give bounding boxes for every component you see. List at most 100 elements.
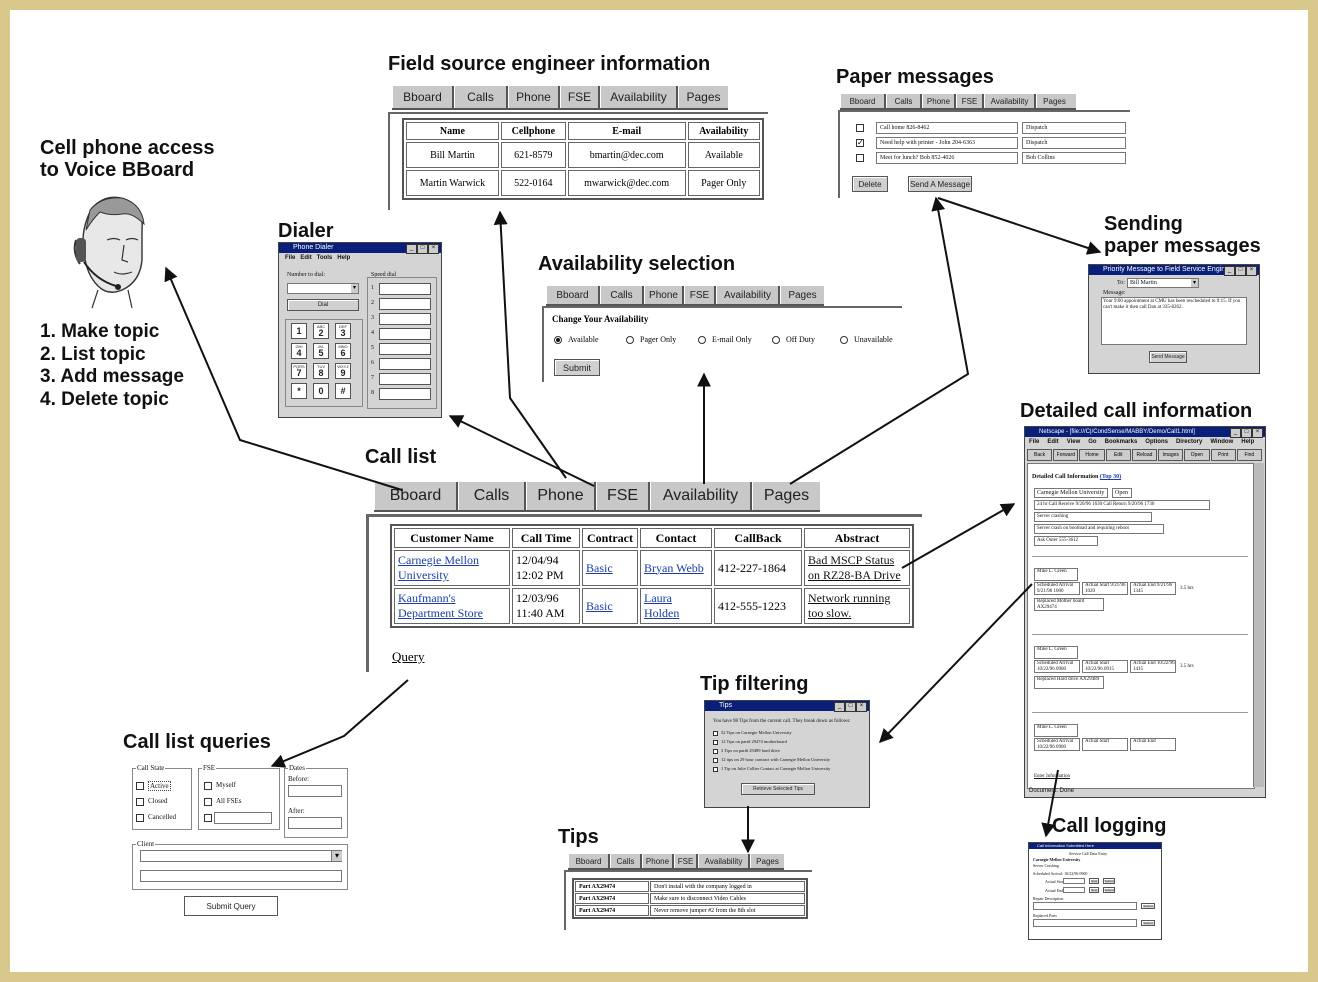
radio-button[interactable] — [840, 336, 848, 344]
submit-button[interactable]: Submit — [1103, 887, 1115, 893]
after-date-input[interactable] — [288, 817, 342, 829]
send-message-button[interactable]: Send A Message — [908, 176, 972, 192]
browser-menu-item[interactable]: Go — [1088, 439, 1097, 445]
number-input[interactable] — [287, 283, 359, 294]
submit-button[interactable]: Submit — [1141, 903, 1155, 909]
tip-checkbox[interactable] — [713, 767, 718, 772]
close-icon[interactable]: × — [428, 244, 439, 254]
tab-calls[interactable]: Calls — [600, 286, 644, 304]
top30-link[interactable]: (Top 30) — [1099, 474, 1122, 480]
tab-phone[interactable]: Phone — [644, 286, 684, 304]
chevron-down-icon[interactable]: ▾ — [351, 284, 358, 293]
tab-pages[interactable]: Pages — [750, 854, 784, 868]
browser-menu-item[interactable]: Directory — [1175, 439, 1203, 445]
browser-menu-item[interactable]: Bookmarks — [1104, 439, 1138, 445]
speed-dial-button[interactable] — [379, 388, 431, 400]
maximize-icon[interactable]: □ — [1235, 266, 1246, 276]
speed-dial-button[interactable] — [379, 343, 431, 355]
submit-button[interactable]: Submit — [1141, 920, 1155, 926]
tab-calls[interactable]: Calls — [886, 94, 922, 108]
browser-menu-item[interactable]: Help — [1241, 439, 1255, 445]
browser-menu-item[interactable]: View — [1066, 439, 1081, 445]
tab-fse[interactable]: FSE — [596, 482, 650, 510]
tab-availability[interactable]: Availability — [600, 86, 678, 108]
tab-pages[interactable]: Pages — [678, 86, 728, 108]
keypad-key[interactable]: # — [335, 383, 351, 399]
radio-button[interactable] — [772, 336, 780, 344]
other-fse-checkbox[interactable] — [204, 814, 212, 822]
closed-checkbox[interactable] — [136, 798, 144, 806]
replaced-input[interactable] — [1033, 919, 1137, 927]
chevron-down-icon[interactable]: ▾ — [1191, 279, 1198, 287]
abstract-link[interactable]: Bad MSCP Status on RZ28-BA Drive — [808, 553, 901, 582]
keypad-key[interactable]: 0 — [313, 383, 329, 399]
menu-file[interactable]: File — [285, 255, 296, 261]
browser-toolbar-button[interactable]: Reload — [1131, 449, 1158, 461]
close-icon[interactable]: × — [1252, 428, 1263, 438]
keypad-key[interactable]: 1 — [291, 323, 307, 339]
message-checkbox[interactable] — [856, 154, 864, 162]
contract-link[interactable]: Basic — [586, 598, 613, 613]
radio-button[interactable] — [626, 336, 634, 344]
browser-toolbar-button[interactable]: Home — [1079, 449, 1105, 461]
keypad-key[interactable]: * — [291, 383, 307, 399]
minimize-icon[interactable]: _ — [1230, 428, 1241, 438]
message-checkbox-checked[interactable]: ✓ — [856, 138, 864, 147]
tab-phone[interactable]: Phone — [508, 86, 560, 108]
tab-bboard[interactable]: Bboard — [546, 286, 600, 304]
contact-link[interactable]: Laura Holden — [644, 591, 680, 620]
tab-bboard[interactable]: Bboard — [840, 94, 886, 108]
browser-toolbar-button[interactable]: Forward — [1053, 449, 1079, 461]
radio-selected[interactable] — [554, 336, 562, 344]
repair-input[interactable] — [1033, 902, 1137, 910]
actual-end-input[interactable] — [1063, 887, 1085, 893]
delete-button[interactable]: Delete — [852, 176, 888, 192]
customer-link[interactable]: Kaufmann's Department Store — [398, 591, 483, 620]
browser-toolbar-button[interactable]: Find — [1236, 449, 1262, 461]
tab-calls[interactable]: Calls — [610, 854, 642, 868]
contract-link[interactable]: Basic — [586, 560, 613, 575]
radio-button[interactable] — [698, 336, 706, 344]
recipient-select[interactable]: Bill Martin — [1127, 278, 1199, 288]
tab-fse[interactable]: FSE — [560, 86, 600, 108]
customer-link[interactable]: Carnegie Mellon University — [398, 553, 479, 582]
tab-fse[interactable]: FSE — [684, 286, 716, 304]
browser-toolbar-button[interactable]: Print — [1210, 449, 1236, 461]
tab-phone[interactable]: Phone — [922, 94, 956, 108]
now-button[interactable]: Now — [1089, 887, 1099, 893]
maximize-icon[interactable]: □ — [417, 244, 428, 254]
speed-dial-button[interactable] — [379, 373, 431, 385]
myself-checkbox[interactable] — [204, 782, 212, 790]
tip-checkbox[interactable] — [713, 740, 718, 745]
tab-availability[interactable]: Availability — [650, 482, 752, 510]
tab-pages[interactable]: Pages — [1036, 94, 1072, 108]
contact-link[interactable]: Bryan Webb — [644, 560, 704, 575]
minimize-icon[interactable]: _ — [1224, 266, 1235, 276]
browser-menu-item[interactable]: Window — [1210, 439, 1234, 445]
submit-button[interactable]: Submit — [554, 359, 600, 376]
abstract-link[interactable]: Network running too slow. — [808, 591, 891, 620]
speed-dial-button[interactable] — [379, 313, 431, 325]
client-input[interactable] — [140, 870, 342, 882]
all-fses-checkbox[interactable] — [204, 798, 212, 806]
tab-bboard[interactable]: Bboard — [568, 854, 610, 868]
active-checkbox[interactable] — [136, 782, 144, 790]
browser-toolbar-button[interactable]: Edit — [1105, 449, 1131, 461]
browser-menu-item[interactable]: File — [1029, 439, 1040, 445]
before-date-input[interactable] — [288, 785, 342, 797]
minimize-icon[interactable]: _ — [406, 244, 417, 254]
chevron-down-icon[interactable]: ▾ — [331, 851, 342, 861]
now-button[interactable]: Now — [1089, 878, 1099, 884]
message-checkbox[interactable] — [856, 124, 864, 132]
tab-bboard[interactable]: Bboard — [392, 86, 454, 108]
speed-dial-button[interactable] — [379, 298, 431, 310]
tab-phone[interactable]: Phone — [526, 482, 596, 510]
maximize-icon[interactable]: □ — [845, 702, 856, 712]
query-link[interactable]: Query — [392, 649, 425, 664]
submit-query-button[interactable]: Submit Query — [184, 896, 278, 916]
other-fse-input[interactable] — [214, 812, 272, 824]
